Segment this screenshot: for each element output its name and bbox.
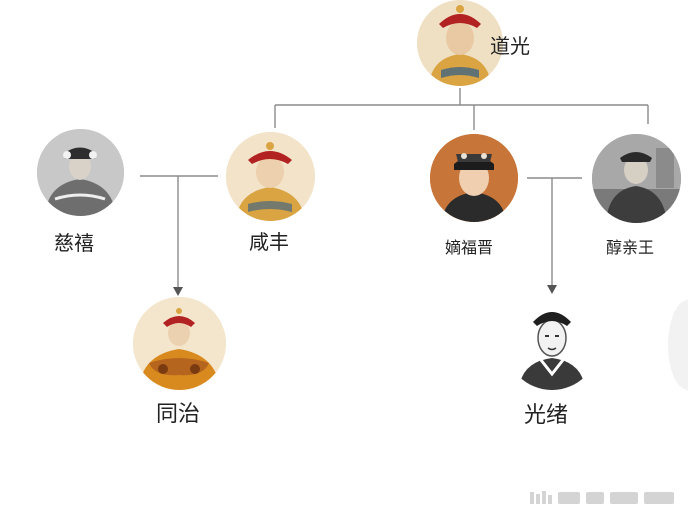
cropped-avatar-edge bbox=[668, 300, 688, 390]
prince-photo-icon bbox=[592, 134, 681, 223]
consort-portrait-icon bbox=[430, 134, 518, 222]
xianfeng-label: 咸丰 bbox=[249, 230, 289, 254]
emperor-portrait-icon bbox=[417, 0, 503, 86]
child-emperor-portrait-icon bbox=[133, 297, 226, 390]
emperor-portrait-icon bbox=[226, 132, 315, 221]
tongzhi-label: 同治 bbox=[156, 402, 201, 427]
chunqinwang-label: 醇亲王 bbox=[606, 238, 655, 257]
emperor-sketch-icon bbox=[505, 296, 599, 390]
difujin-label: 嫡福晋 bbox=[445, 238, 494, 257]
tongzhi-arrowhead bbox=[173, 287, 183, 296]
guangxu-arrowhead bbox=[547, 285, 557, 294]
guangxu-label: 光绪 bbox=[524, 403, 569, 428]
daoguang-label: 道光 bbox=[490, 34, 530, 58]
watermark-logo bbox=[530, 491, 674, 504]
empress-photo-icon bbox=[37, 129, 124, 216]
cixi-label: 慈禧 bbox=[54, 231, 94, 255]
